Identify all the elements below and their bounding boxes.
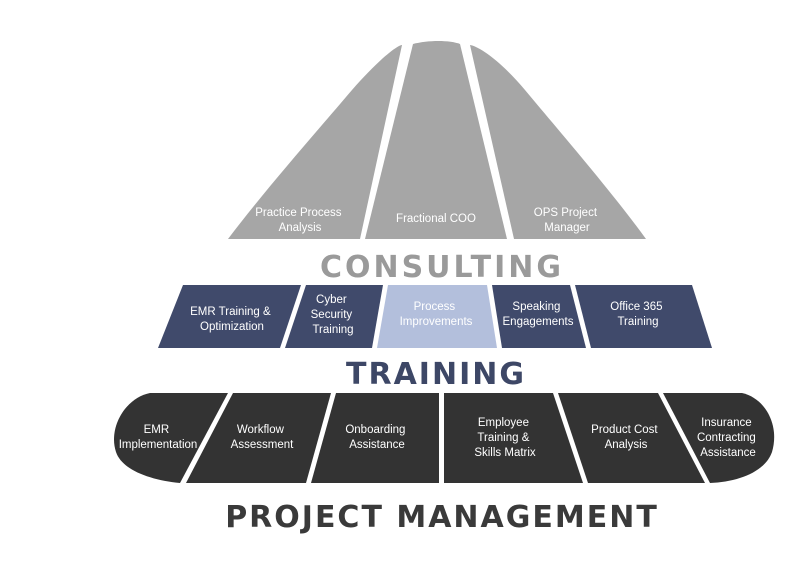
consulting-segment-practice-process-analysis (228, 45, 402, 239)
pm-label-workflow-assessment: Workflow Assessment (231, 424, 294, 451)
training-segment-process-improvements (377, 285, 497, 348)
consulting-segment-ops-project-manager (470, 45, 646, 239)
training-label-emr-training-optimization: EMR Training & Optimization (190, 306, 274, 333)
consulting-label-practice-process-analysis: Practice Process Analysis (255, 207, 344, 234)
pm-segment-workflow-assessment (186, 393, 331, 483)
consulting-tier: Practice Process Analysis Fractional COO… (228, 41, 646, 239)
pm-segment-employee-training-skills-matrix (444, 393, 583, 483)
training-label-process-improvements: Process Improvements (400, 301, 473, 328)
training-segment-cyber-security-training (285, 285, 383, 348)
pm-label-insurance-contracting-assistance: Insurance Contracting Assistance (697, 417, 759, 459)
pm-label-emr-implementation: EMR Implementation (119, 424, 198, 451)
pm-label-onboarding-assistance: Onboarding Assistance (345, 424, 408, 451)
consulting-segment-fractional-coo (365, 41, 507, 239)
training-segment-speaking-engagements (492, 285, 586, 348)
consulting-label-fractional-coo: Fractional COO (396, 213, 476, 225)
pm-label-employee-training-skills-matrix: Employee Training & Skills Matrix (474, 417, 536, 459)
project-management-tier: EMR Implementation Workflow Assessment O… (114, 393, 775, 483)
training-label-office-365-training: Office 365 Training (610, 301, 665, 328)
consulting-label-ops-project-manager: OPS Project Manager (534, 207, 600, 234)
training-title: TRAINING (346, 357, 526, 392)
training-segment-office-365-training (575, 285, 712, 348)
training-tier: EMR Training & Optimization Cyber Securi… (158, 285, 712, 348)
pm-segment-product-cost-analysis (558, 393, 705, 483)
training-label-cyber-security-training: Cyber Security Training (311, 294, 356, 336)
project-management-title: PROJECT MANAGEMENT (225, 500, 659, 535)
pm-segment-emr-implementation (114, 393, 228, 483)
training-segment-emr-training-optimization (158, 285, 301, 348)
consulting-title: CONSULTING (320, 250, 564, 285)
pm-segment-onboarding-assistance (311, 393, 439, 483)
pm-label-product-cost-analysis: Product Cost Analysis (591, 424, 661, 451)
pm-segment-insurance-contracting-assistance (663, 393, 775, 483)
training-label-speaking-engagements: Speaking Engagements (503, 301, 574, 328)
